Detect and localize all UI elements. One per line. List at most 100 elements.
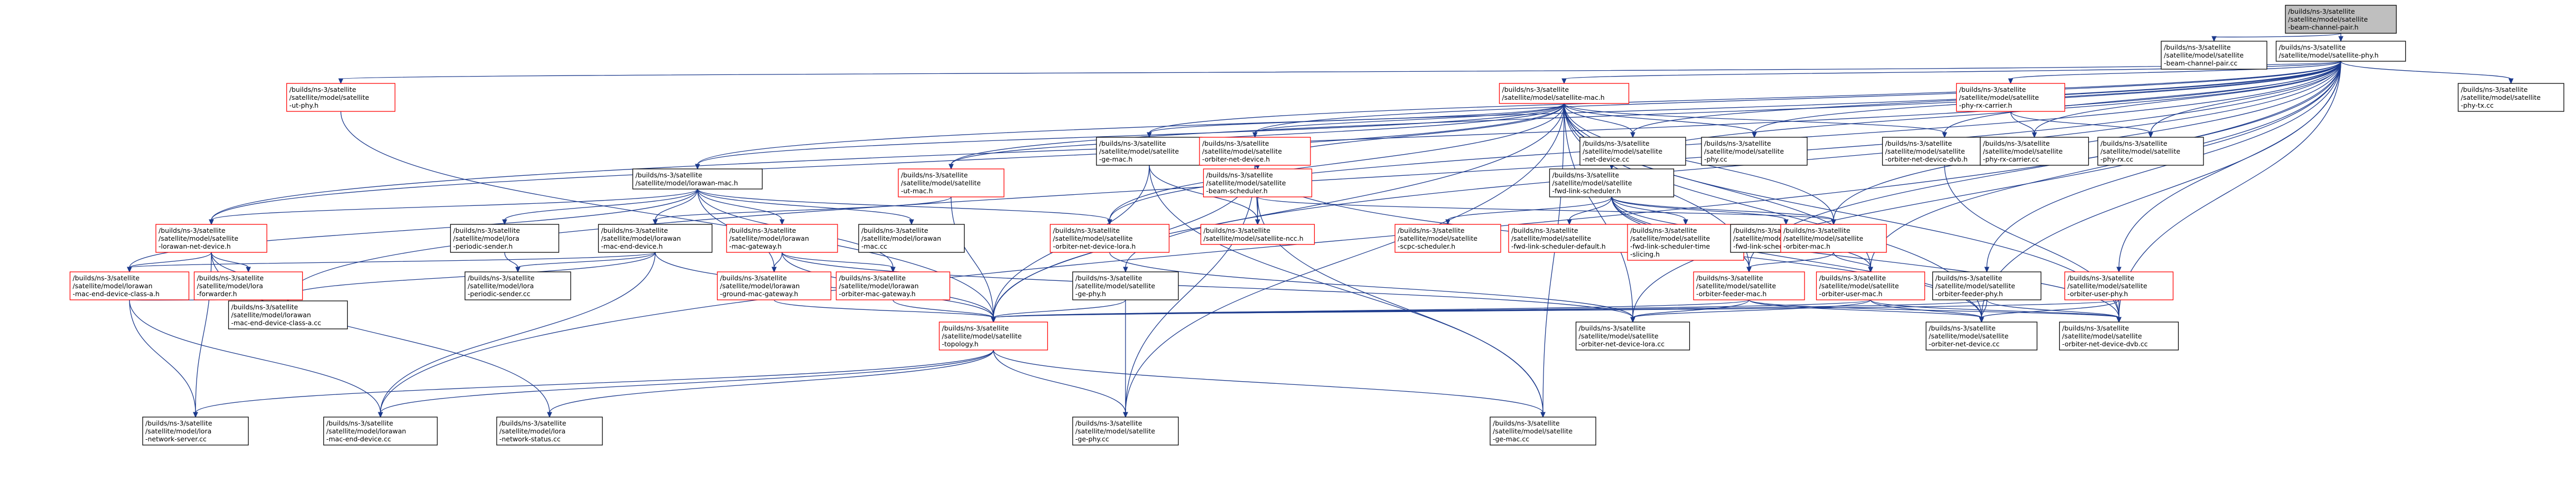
graph-node[interactable]: /builds/ns-3/satellite/satellite/model/s… [1926, 322, 2038, 351]
graph-node[interactable]: /builds/ns-3/satellite/satellite/model/s… [1203, 168, 1313, 197]
graph-node-label-line: /satellite/model/satellite [290, 93, 369, 101]
graph-node-box [632, 168, 763, 190]
graph-edge [1252, 61, 2341, 138]
graph-edge-arrowhead [909, 219, 914, 225]
graph-node-label-line: -net-device.cc [1583, 155, 1629, 163]
graph-node[interactable]: /builds/ns-3/satellite/satellite/model/s… [1096, 137, 1203, 166]
graph-edge-line [1611, 196, 1787, 221]
graph-edge [695, 103, 1565, 170]
graph-node-box [1203, 168, 1313, 197]
graph-edge [1564, 103, 1757, 138]
graph-edge [2010, 111, 2153, 138]
graph-edge-arrowhead [1831, 219, 1836, 225]
graph-node-box [598, 224, 713, 253]
graph-node-label-line: /satellite/model/satellite [2288, 15, 2368, 23]
graph-edge-arrowhead [515, 267, 520, 273]
graph-node-label-line: /builds/ns-3/satellite [1552, 171, 1620, 179]
graph-node[interactable]: /builds/ns-3/satellite/satellite/model/s… [1816, 271, 1926, 300]
graph-node[interactable]: /builds/ns-3/satellite/satellite/model/s… [1575, 322, 1690, 351]
graph-node-label-line: -orbiter-net-device-dvb.cc [2062, 340, 2148, 348]
graph-node[interactable]: /builds/ns-3/satellite/satellite/model/l… [69, 271, 190, 300]
graph-node[interactable]: /builds/ns-3/satellite/satellite/model/s… [1693, 271, 1805, 300]
graph-edge-line [340, 61, 2341, 80]
graph-edge-line [1749, 299, 1982, 318]
graph-edge-arrowhead [2211, 36, 2217, 42]
graph-node[interactable]: /builds/ns-3/satellite/satellite/model/s… [286, 83, 396, 112]
graph-node[interactable]: /builds/ns-3/satellite/satellite/model/s… [1627, 224, 1744, 261]
graph-node-label-line: -ut-phy.h [290, 101, 319, 109]
graph-node[interactable]: /builds/ns-3/satellite/satellite/model/l… [193, 271, 303, 300]
graph-edge-line [2214, 33, 2341, 37]
graph-edge-arrowhead [2338, 36, 2343, 42]
graph-node-label-line: /builds/ns-3/satellite [942, 324, 1009, 332]
graph-node[interactable]: /builds/ns-3/satellite/satellite/model/s… [2059, 322, 2179, 351]
graph-edge [1746, 252, 1834, 273]
graph-edge-line [951, 103, 1565, 165]
graph-node-label-line: /satellite/model/lorawan [601, 234, 681, 242]
graph-node[interactable]: /builds/ns-3/satellite/satellite/model/s… [1072, 417, 1179, 446]
graph-node[interactable]: /builds/ns-3/satellite/satellite/model/s… [2275, 41, 2406, 62]
graph-edge-arrowhead [1561, 78, 1567, 84]
graph-node-label-line: /satellite/model/lorawan [73, 282, 153, 290]
graph-node-box [835, 271, 951, 300]
graph-edge-arrowhead [2032, 132, 2037, 138]
graph-edge-line [2118, 61, 2341, 318]
graph-node[interactable]: /builds/ns-3/satellite/satellite/model/l… [450, 224, 560, 253]
graph-node[interactable]: /builds/ns-3/satellite/satellite/model/s… [1200, 224, 1315, 245]
graph-node[interactable]: /builds/ns-3/satellite/satellite/model/s… [1549, 168, 1675, 197]
graph-node-label-line: /satellite/model/lorawan-mac.h [636, 179, 738, 187]
graph-node[interactable]: /builds/ns-3/satellite/satellite/model/s… [1932, 271, 2042, 300]
graph-node[interactable]: /builds/ns-3/satellite/satellite/model/s… [1979, 137, 2089, 166]
graph-node-label-line: -phy-rx-carrier.cc [1983, 155, 2039, 163]
graph-node-label-line: -orbiter-net-device-lora.h [1053, 242, 1136, 250]
graph-node[interactable]: /builds/ns-3/satellite/satellite/model/s… [938, 322, 1048, 351]
graph-node[interactable]: /builds/ns-3/satellite/satellite/model/s… [2458, 83, 2564, 112]
graph-edge [1147, 103, 1565, 138]
graph-node[interactable]: /builds/ns-3/satellite/satellite/model/s… [1072, 271, 1179, 300]
graph-node[interactable]: /builds/ns-3/satellite/satellite/model/s… [1490, 417, 1596, 446]
graph-node[interactable]: /builds/ns-3/satellite/satellite/model/l… [496, 417, 603, 446]
graph-node[interactable]: /builds/ns-3/satellite/satellite/model/l… [598, 224, 713, 253]
graph-node-label-line: -lorawan-net-device.h [159, 242, 231, 250]
graph-node[interactable]: /builds/ns-3/satellite/satellite/model/s… [1049, 224, 1170, 253]
graph-node[interactable]: /builds/ns-3/satellite/satellite/model/s… [1499, 83, 1630, 104]
graph-node-box [938, 322, 1048, 351]
graph-node[interactable]: /builds/ns-3/satellite/satellite/model/l… [464, 271, 571, 300]
graph-edge-line [1611, 196, 1686, 221]
graph-node-label-line: /satellite/model/satellite [1053, 234, 1133, 242]
graph-node[interactable]: /builds/ns-3/satellite/satellite/model/s… [2161, 41, 2267, 70]
graph-edge-line [697, 103, 1565, 165]
graph-node[interactable]: /builds/ns-3/satellite/satellite/model/s… [2097, 137, 2204, 166]
graph-node[interactable]: /builds/ns-3/satellite/satellite/model/s… [1394, 224, 1501, 253]
graph-edge [892, 299, 996, 323]
graph-edge-line [1870, 61, 2341, 268]
graph-node-label-line: /builds/ns-3/satellite [499, 419, 566, 427]
graph-node[interactable]: /builds/ns-3/satellite/satellite/model/l… [858, 224, 965, 253]
graph-node[interactable]: /builds/ns-3/satellite/satellite/model/s… [898, 168, 1005, 197]
graph-edge [1567, 196, 1612, 225]
graph-node[interactable]: /builds/ns-3/satellite/satellite/model/l… [835, 271, 951, 300]
graph-node[interactable]: /builds/ns-3/satellite/satellite/model/s… [1199, 137, 1311, 166]
graph-node[interactable]: /builds/ns-3/satellite/satellite/model/s… [1579, 137, 1686, 166]
graph-node[interactable]: /builds/ns-3/satellite/satellite/model/l… [142, 417, 249, 446]
graph-edge-line [2034, 61, 2341, 134]
graph-node[interactable]: /builds/ns-3/satellite/satellite/model/s… [1780, 224, 1887, 253]
graph-edge [129, 299, 198, 418]
graph-node[interactable]: /builds/ns-3/satellite/satellite/model/s… [2064, 271, 2174, 300]
graph-node[interactable]: /builds/ns-3/satellite/satellite/model/s… [1956, 83, 2066, 112]
graph-edge-line [1632, 61, 2341, 318]
graph-node[interactable]: /builds/ns-3/satellite/satellite/model/s… [1508, 224, 1631, 253]
graph-edge [1561, 61, 2341, 84]
graph-node[interactable]: /builds/ns-3/satellite/satellite/model/l… [717, 271, 832, 300]
graph-edge-arrowhead [502, 219, 507, 225]
graph-node[interactable]: /builds/ns-3/satellite/satellite/model/s… [155, 224, 267, 253]
graph-node[interactable]: /builds/ns-3/satellite/satellite/model/l… [323, 417, 438, 446]
graph-node[interactable]: /builds/ns-3/satellite/satellite/model/l… [632, 168, 763, 190]
graph-node-label-line: /builds/ns-3/satellite [2461, 86, 2528, 93]
graph-node-box [142, 417, 249, 446]
graph-node-label-line: -topology.h [942, 340, 979, 348]
graph-node[interactable]: /builds/ns-3/satellite/satellite/model/l… [228, 300, 348, 329]
graph-node[interactable]: /builds/ns-3/satellite/satellite/model/s… [1701, 137, 1808, 166]
graph-node[interactable]: /builds/ns-3/satellite/satellite/model/l… [726, 224, 838, 253]
graph-node-label-line: -orbiter-net-device.h [1202, 155, 1270, 163]
